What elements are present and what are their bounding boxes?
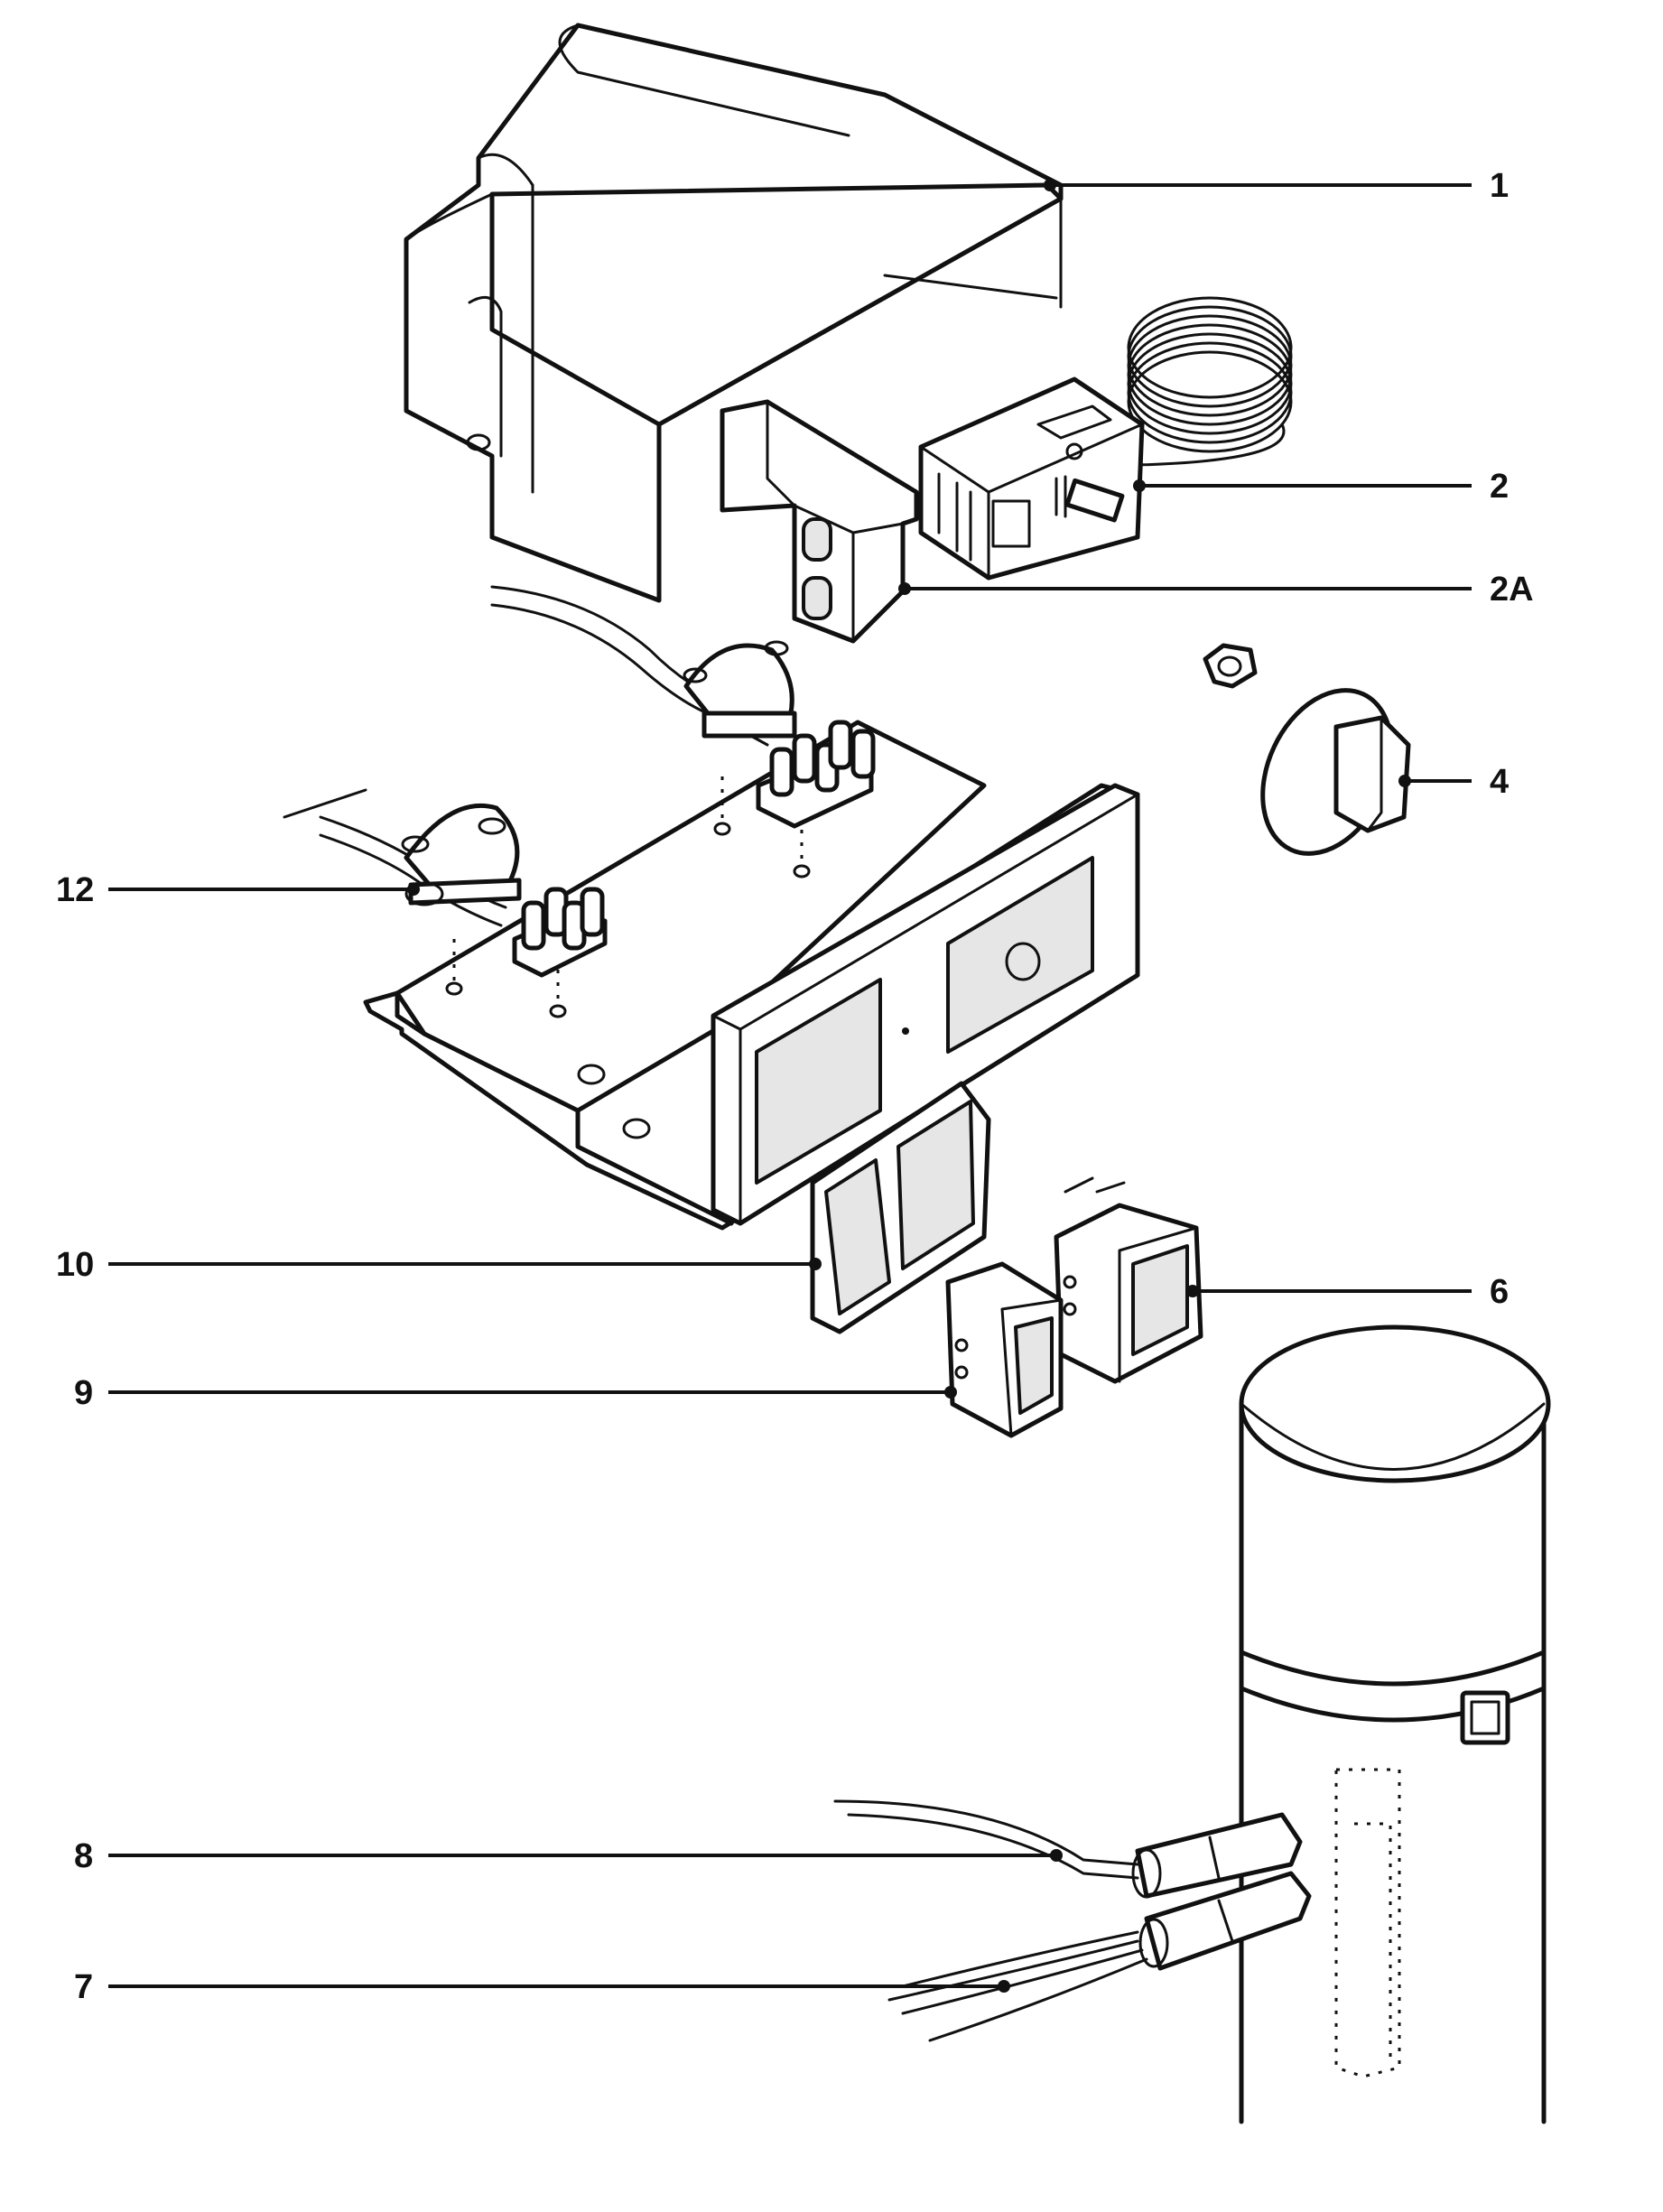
callout-6: 6: [1490, 1273, 1509, 1311]
thermostat-bracket: [720, 399, 919, 644]
rocker-switch-6: [1054, 1176, 1203, 1384]
callout-2: 2: [1490, 468, 1509, 506]
lower-cable-clamp: [283, 788, 522, 927]
thermostat: [918, 296, 1293, 581]
upper-cable-clamp: [490, 585, 797, 747]
terminal-block-lower: [512, 887, 608, 978]
base-plate: [363, 720, 1140, 1231]
callout-7: 7: [74, 1968, 93, 2006]
callout-1: 1: [1490, 167, 1509, 205]
switch-bezel: [809, 1081, 991, 1334]
terminal-block-upper: [756, 720, 876, 829]
housing-cover: [404, 23, 1064, 603]
tank-cylinder: [1239, 1324, 1551, 2124]
heater-leads: [833, 1799, 1312, 2042]
callout-9: 9: [74, 1374, 93, 1412]
capillary-coil: [1127, 296, 1293, 467]
knob-assembly: [1203, 643, 1411, 856]
callout-8: 8: [74, 1837, 93, 1875]
callout-2a: 2A: [1490, 571, 1534, 609]
callout-12: 12: [56, 871, 94, 909]
rocker-switch-9: [944, 1261, 1064, 1438]
leader-lines: [108, 179, 1472, 1993]
callout-4: 4: [1490, 763, 1509, 801]
callout-10: 10: [56, 1246, 94, 1284]
